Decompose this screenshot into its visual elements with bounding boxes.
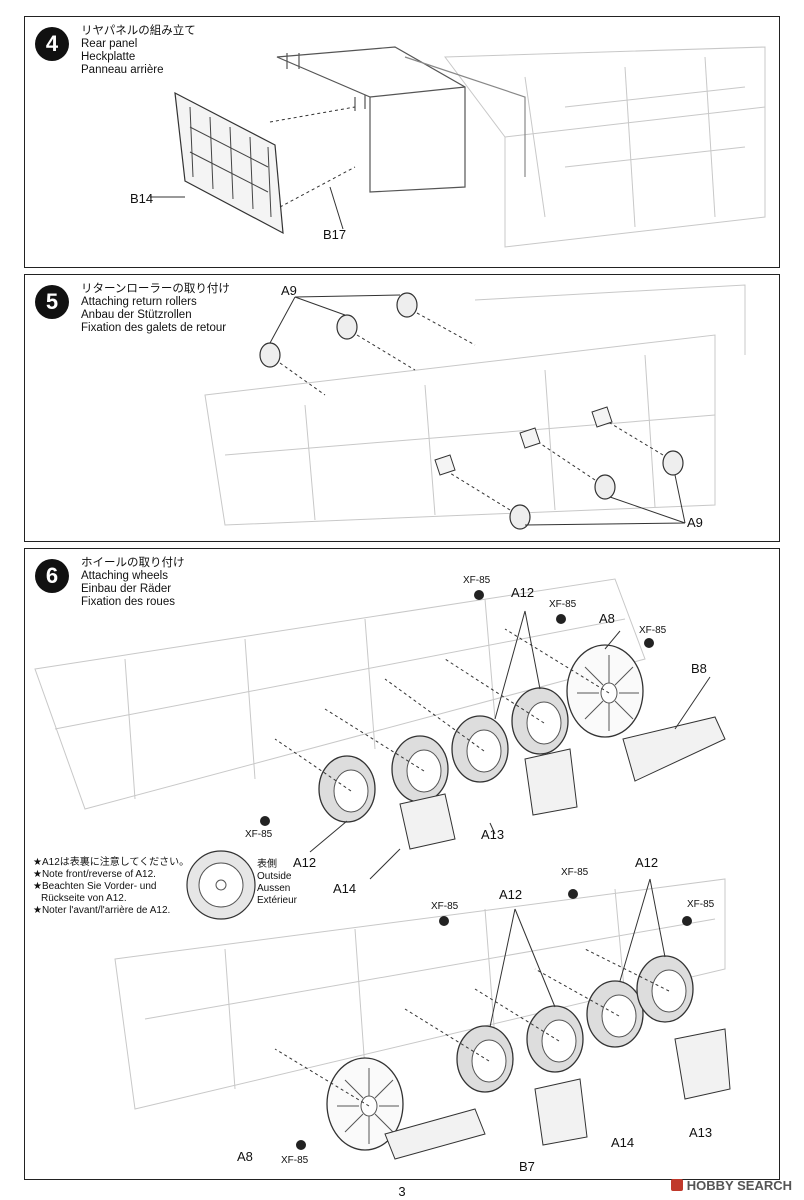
- step-title-jp: リターンローラーの取り付け: [81, 283, 230, 295]
- step-title-block: リターンローラーの取り付け Attaching return rollers A…: [81, 283, 230, 335]
- part-label-b7: B7: [519, 1159, 535, 1174]
- part-label-a12: A12: [511, 585, 535, 600]
- part-label-b8: B8: [691, 661, 707, 676]
- part-label-b17: B17: [323, 227, 347, 242]
- outside-fr: Extérieur: [257, 895, 298, 906]
- step-number: 5: [35, 285, 69, 319]
- paint-callout-xf85: XF-85: [245, 829, 273, 840]
- rear-panel-illustration: [150, 46, 766, 248]
- outside-label-block: 表側 Outside Aussen Extérieur: [257, 859, 297, 907]
- outside-jp: 表側: [257, 859, 277, 870]
- step-title-block: ホイールの取り付け Attaching wheels Einbau der Rä…: [81, 557, 185, 609]
- part-label-b14: B14: [130, 191, 154, 206]
- step-title-en: Attaching wheels: [81, 570, 168, 582]
- step-number: 6: [35, 559, 69, 593]
- paint-callout-xf85: XF-85: [549, 599, 577, 610]
- step-title-en: Rear panel: [81, 38, 138, 50]
- page-number: 3: [398, 1184, 406, 1199]
- part-label-a13: A13: [689, 1125, 713, 1140]
- step-title-fr: Fixation des roues: [81, 596, 175, 608]
- wheels-illustration: [34, 578, 731, 1160]
- step-6-panel: 6 ホイールの取り付け Attaching wheels Einbau der …: [24, 548, 780, 1180]
- step-5-panel: 5 リターンローラーの取り付け Attaching return rollers…: [24, 274, 780, 542]
- step-title-block: リヤパネルの組み立て Rear panel Heckplatte Panneau…: [81, 25, 196, 77]
- step-title-fr: Fixation des galets de retour: [81, 322, 227, 334]
- a12-orientation-note: ★A12は表裏に注意してください。 ★Note front/reverse of…: [33, 857, 189, 917]
- part-label-a14: A14: [611, 1135, 635, 1150]
- note-fr: ★Noter l'avant/l'arrière de A12.: [33, 905, 171, 916]
- step-4-panel: 4 リヤパネルの組み立て Rear panel Heckplatte Panne…: [24, 16, 780, 268]
- part-label-a8: A8: [599, 611, 615, 626]
- note-de-line2: Rückseite von A12.: [41, 893, 127, 904]
- step-title-de: Heckplatte: [81, 51, 136, 63]
- step-title-de: Anbau der Stützrollen: [81, 309, 192, 321]
- paint-callout-xf85: XF-85: [281, 1155, 309, 1166]
- outside-de: Aussen: [257, 883, 291, 894]
- part-label-a14: A14: [333, 881, 357, 896]
- step-title-jp: ホイールの取り付け: [81, 557, 185, 569]
- outside-en: Outside: [257, 871, 292, 882]
- note-en: ★Note front/reverse of A12.: [33, 869, 156, 880]
- part-label-a13: A13: [481, 827, 505, 842]
- paint-callout-xf85: XF-85: [561, 867, 589, 878]
- part-label-a12: A12: [499, 887, 523, 902]
- step-title-de: Einbau der Räder: [81, 583, 172, 595]
- return-rollers-illustration: [204, 284, 746, 530]
- hobby-search-logo-icon: [670, 1179, 683, 1191]
- part-label-a9-top: A9: [281, 283, 297, 298]
- step-title-jp: リヤパネルの組み立て: [81, 25, 196, 37]
- part-label-a12: A12: [635, 855, 659, 870]
- note-jp: ★A12は表裏に注意してください。: [33, 857, 190, 868]
- paint-callout-xf85: XF-85: [431, 901, 459, 912]
- step-title-en: Attaching return rollers: [81, 296, 197, 308]
- part-label-a12: A12: [293, 855, 317, 870]
- paint-callout-xf85: XF-85: [687, 899, 715, 910]
- part-label-a8: A8: [237, 1149, 253, 1164]
- step-title-fr: Panneau arrière: [81, 64, 164, 76]
- step-number: 4: [35, 27, 69, 61]
- watermark-text: HOBBY SEARCH: [686, 1178, 792, 1193]
- paint-callout-xf85: XF-85: [463, 575, 491, 586]
- watermark: HOBBY SEARCH: [670, 1178, 792, 1193]
- note-de-line1: ★Beachten Sie Vorder- und: [33, 881, 157, 892]
- paint-callout-xf85: XF-85: [639, 625, 667, 636]
- part-label-a9-bottom: A9: [687, 515, 703, 530]
